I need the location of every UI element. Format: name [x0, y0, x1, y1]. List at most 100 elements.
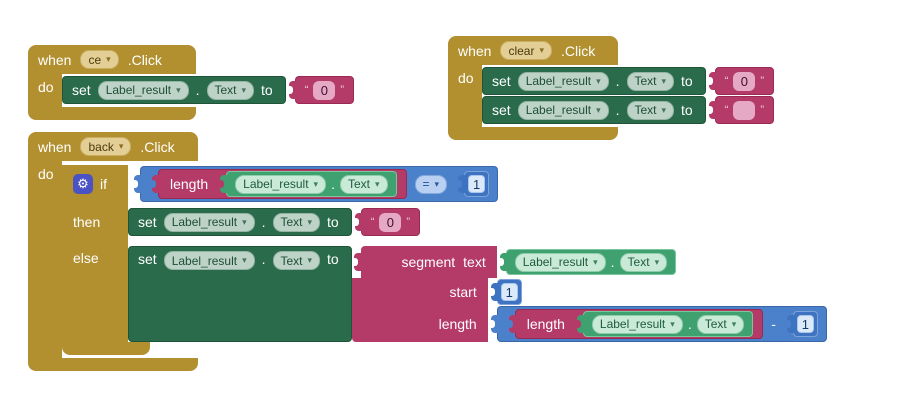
- dropdown-arrow-icon: ▾: [313, 178, 319, 189]
- open-quote: “: [370, 215, 375, 228]
- if-then-else-block[interactable]: ⚙ if length Label_result ▾ .: [62, 165, 827, 355]
- dropdown-arrow-icon: ▾: [731, 318, 737, 329]
- dropdown-arrow-icon: ▾: [539, 45, 545, 55]
- dropdown-arrow-icon: ▾: [661, 75, 667, 86]
- component-dropdown[interactable]: Label_result ▾: [517, 71, 609, 91]
- start-input-cell: start: [351, 278, 488, 306]
- event-block-footer: [28, 358, 198, 371]
- property-dropdown[interactable]: Text ▾: [626, 100, 675, 120]
- dot-label: .: [261, 251, 266, 267]
- subtract-block[interactable]: length Label_result ▾ . Text: [490, 306, 827, 342]
- set-block[interactable]: set Label_result ▾ . Text ▾ to: [482, 67, 706, 95]
- property-dropdown[interactable]: Text ▾: [206, 80, 255, 100]
- number-block[interactable]: 1: [786, 311, 818, 337]
- text-string-block-empty[interactable]: “ ”: [708, 96, 775, 124]
- dot-label: .: [615, 102, 620, 118]
- to-label: to: [327, 214, 339, 230]
- close-quote: ”: [406, 215, 411, 228]
- click-suffix-label: .Click: [140, 138, 175, 155]
- dropdown-arrow-icon: ▾: [307, 255, 313, 265]
- event-header[interactable]: when clear ▾ .Click: [448, 36, 618, 65]
- component-dropdown[interactable]: Label_result ▾: [163, 212, 255, 232]
- component-dropdown[interactable]: Label_result ▾: [591, 314, 683, 334]
- length-block[interactable]: length Label_result ▾ . Text: [508, 309, 764, 339]
- event-component-dropdown[interactable]: ce ▾: [80, 50, 119, 69]
- component-dropdown[interactable]: Label_result ▾: [97, 80, 189, 100]
- length-block[interactable]: length Label_result ▾ . Text ▾: [152, 169, 407, 199]
- dropdown-arrow-icon: ▾: [242, 255, 247, 265]
- event-block-clear-click[interactable]: when clear ▾ .Click do set Label_result …: [448, 36, 775, 140]
- event-header[interactable]: when back ▾ .Click: [28, 132, 198, 161]
- set-label: set: [492, 102, 511, 118]
- event-block-footer: [28, 107, 196, 120]
- text-string-block[interactable]: “ 0 ”: [708, 67, 775, 95]
- dropdown-arrow-icon: ▾: [241, 84, 247, 95]
- property-name: Text: [634, 74, 657, 88]
- text-string-block[interactable]: “ 0 ”: [354, 208, 421, 236]
- component-getter-block[interactable]: Label_result ▾ . Text ▾: [499, 249, 677, 275]
- text-string-block[interactable]: “ 0 ”: [288, 76, 355, 104]
- statement-row: set Label_result ▾ . Text ▾ to “ ”: [482, 96, 775, 124]
- segment-text-block[interactable]: segment text Label_result ▾ . Tex: [351, 246, 827, 342]
- text-value-field[interactable]: 0: [733, 71, 756, 91]
- length-label: length: [170, 176, 209, 192]
- minus-operator: -: [771, 316, 776, 332]
- component-getter-block[interactable]: Label_result ▾ . Text ▾: [576, 311, 754, 337]
- property-dropdown[interactable]: Text ▾: [696, 314, 745, 334]
- do-column: do: [448, 65, 482, 127]
- if-block-body: [62, 165, 128, 342]
- event-component-dropdown[interactable]: back ▾: [80, 137, 132, 156]
- text-value-field[interactable]: 0: [313, 80, 336, 100]
- dropdown-arrow-icon: ▾: [374, 178, 380, 189]
- event-header[interactable]: when ce ▾ .Click: [28, 45, 196, 74]
- component-dropdown[interactable]: Label_result ▾: [514, 252, 606, 272]
- dropdown-arrow-icon: ▾: [307, 216, 313, 227]
- dropdown-arrow-icon: ▾: [596, 75, 601, 86]
- number-field[interactable]: 1: [500, 283, 518, 301]
- segment-header[interactable]: segment text: [353, 246, 497, 278]
- property-name: Text: [347, 177, 370, 191]
- component-dropdown[interactable]: Label_result ▾: [235, 174, 327, 194]
- to-label: to: [681, 102, 693, 118]
- length-input-label: length: [438, 316, 477, 332]
- if-label: if: [100, 176, 107, 192]
- component-name: Label_result: [522, 255, 589, 269]
- property-dropdown[interactable]: Text ▾: [272, 212, 321, 232]
- event-block-back-click[interactable]: when back ▾ .Click do ⚙ if: [28, 132, 827, 371]
- set-label: set: [138, 251, 157, 267]
- open-quote: “: [724, 74, 729, 87]
- number-field[interactable]: 1: [468, 175, 486, 193]
- length-label: length: [526, 316, 565, 332]
- set-block[interactable]: set Label_result ▾ . Text ▾ to: [128, 208, 352, 236]
- property-dropdown[interactable]: Text ▾: [272, 251, 321, 270]
- component-dropdown[interactable]: Label_result ▾: [517, 100, 609, 120]
- component-name: Label_result: [599, 317, 666, 331]
- number-block[interactable]: 1: [490, 279, 522, 305]
- number-field[interactable]: 1: [796, 315, 814, 333]
- property-dropdown[interactable]: Text ▾: [339, 174, 388, 194]
- event-component-dropdown[interactable]: clear ▾: [500, 41, 553, 60]
- equals-operator: =: [422, 177, 430, 191]
- dropdown-arrow-icon: ▾: [176, 84, 181, 95]
- set-label: set: [138, 214, 157, 230]
- mutator-gear-icon[interactable]: ⚙: [73, 174, 93, 194]
- length-input-cell: length: [351, 306, 488, 342]
- operator-dropdown[interactable]: = ▾: [414, 174, 448, 194]
- property-dropdown[interactable]: Text ▾: [626, 71, 675, 91]
- component-getter-block[interactable]: Label_result ▾ . Text ▾: [220, 171, 397, 197]
- property-name: Text: [280, 215, 303, 229]
- number-block[interactable]: 1: [458, 171, 490, 197]
- text-value-field[interactable]: 0: [379, 212, 402, 232]
- open-quote: “: [304, 83, 309, 96]
- set-block[interactable]: set Label_result ▾ . Text ▾ to: [482, 96, 706, 124]
- property-dropdown[interactable]: Text ▾: [619, 252, 668, 272]
- event-block-ce-click[interactable]: when ce ▾ .Click do set Label_result ▾ .…: [28, 45, 355, 120]
- set-block[interactable]: set Label_result ▾ . Text ▾ to: [62, 76, 286, 104]
- then-label: then: [73, 214, 101, 230]
- equals-compare-block[interactable]: length Label_result ▾ . Text ▾: [133, 166, 499, 202]
- dot-label: .: [610, 254, 615, 270]
- set-block[interactable]: set Label_result ▾ . Text ▾ to: [128, 246, 352, 342]
- property-name: Text: [280, 253, 303, 268]
- component-dropdown[interactable]: Label_result ▾: [163, 251, 255, 270]
- text-value-field[interactable]: [733, 100, 756, 120]
